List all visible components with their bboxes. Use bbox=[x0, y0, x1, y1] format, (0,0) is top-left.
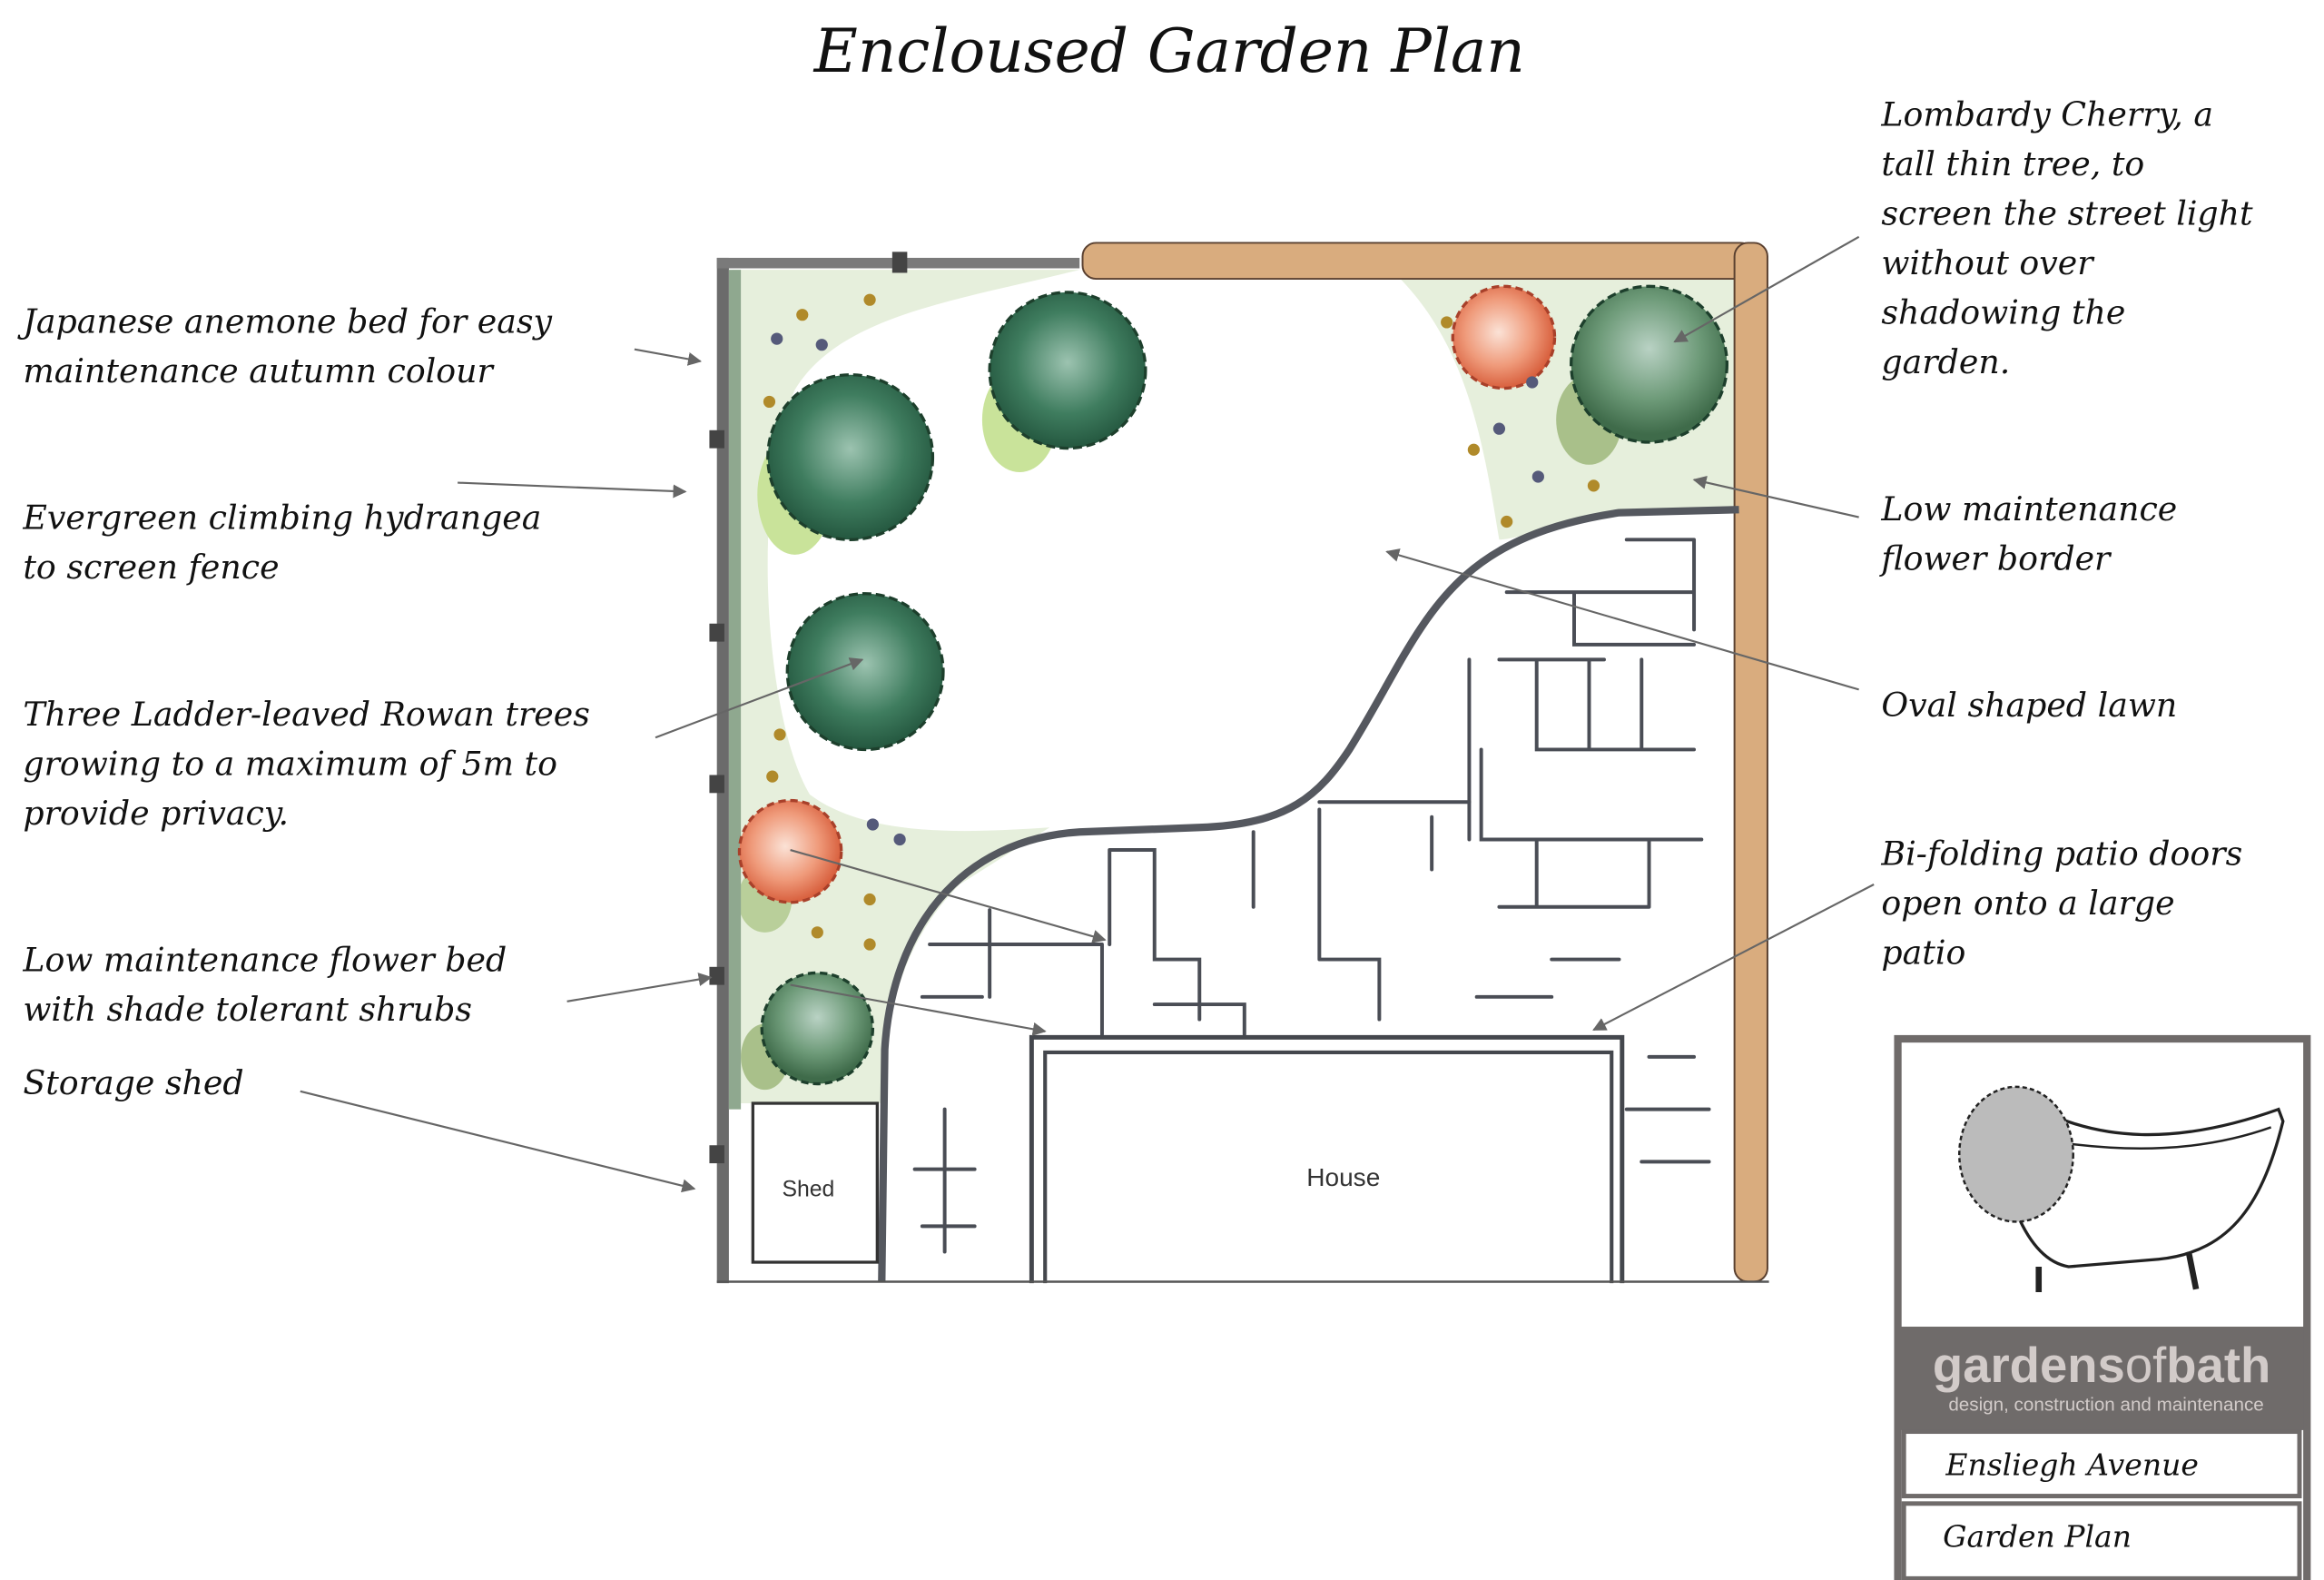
annotation-hydrangea-line-2: to screen fence bbox=[23, 548, 279, 587]
annotation-anemone-line-1: Japanese anemone bed for easy bbox=[16, 301, 552, 341]
annotation-rowan-line-1: Three Ladder-leaved Rowan trees bbox=[23, 695, 590, 734]
annotation-patio-line-3: patio bbox=[1881, 933, 1965, 972]
annotation-rowan-line-2: growing to a maximum of 5m to bbox=[23, 744, 557, 783]
rowan-tree-2 bbox=[766, 373, 935, 541]
project-name: Ensliegh Avenue bbox=[1945, 1447, 2198, 1482]
annotation-cherry-line-1: Lombardy Cherry, a bbox=[1880, 95, 2213, 134]
brand-tagline: design, construction and maintenance bbox=[1948, 1394, 2263, 1415]
storage-shed: Shed bbox=[751, 1101, 879, 1264]
annotation-flowerbed-line-1: Low maintenance flower bed bbox=[22, 941, 507, 980]
rowan-tree-3 bbox=[785, 592, 945, 752]
lombardy-cherry-tree bbox=[1570, 284, 1729, 444]
annotation-cherry-line-3: screen the street light bbox=[1881, 194, 2253, 233]
left-fence bbox=[709, 252, 1080, 1284]
orange-shrub-1 bbox=[1451, 284, 1557, 390]
annotation-patio-line-1: Bi-folding patio doors bbox=[1880, 834, 2242, 874]
annotation-cherry-line-6: garden. bbox=[1881, 342, 2010, 381]
rowan-tree-1 bbox=[988, 291, 1147, 450]
title-block: gardensofbath design, construction and m… bbox=[1894, 1034, 2311, 1580]
sheet-name: Garden Plan bbox=[1943, 1519, 2132, 1555]
annotation-shed-line-1: Storage shed bbox=[23, 1063, 243, 1102]
annotation-hydrangea-line-1: Evergreen climbing hydrangea bbox=[22, 499, 541, 538]
bathtub-logo-illustration bbox=[1958, 1085, 2285, 1293]
annotation-lawn-line-1: Oval shaped lawn bbox=[1881, 686, 2177, 725]
annotation-patio-line-2: open onto a large bbox=[1881, 884, 2174, 923]
plan-title: Encloused Garden Plan bbox=[813, 16, 1525, 86]
house-label: House bbox=[1306, 1163, 1380, 1191]
annotation-border-line-1: Low maintenance bbox=[1880, 489, 2177, 528]
patio-paving bbox=[912, 538, 1711, 1254]
rowan-trees bbox=[766, 291, 1147, 752]
annotation-rowan-line-3: provide privacy. bbox=[23, 794, 289, 833]
annotation-border-line-2: flower border bbox=[1878, 538, 2112, 578]
shed-label: Shed bbox=[782, 1177, 834, 1201]
annotation-flowerbed-line-2: with shade tolerant shrubs bbox=[23, 990, 472, 1029]
annotation-cherry-line-4: without over bbox=[1881, 243, 2095, 282]
orange-shrub-2 bbox=[737, 798, 843, 904]
annotation-cherry-line-2: tall thin tree, to bbox=[1881, 144, 2144, 183]
shade-shrub bbox=[760, 971, 875, 1086]
flower-dots bbox=[763, 293, 1600, 951]
annotation-cherry-line-5: shadowing the bbox=[1881, 293, 2125, 332]
leader-arrows bbox=[300, 235, 1875, 1193]
annotation-anemone-line-2: maintenance autumn colour bbox=[23, 351, 495, 390]
brick-wall bbox=[1081, 242, 1768, 1283]
right-annotations: Lombardy Cherry, a tall thin tree, to sc… bbox=[1878, 95, 2253, 973]
house: House bbox=[1029, 1034, 1625, 1284]
brand-name: gardensofbath bbox=[1933, 1338, 2270, 1393]
left-annotations: Japanese anemone bed for easy maintenanc… bbox=[16, 301, 590, 1102]
